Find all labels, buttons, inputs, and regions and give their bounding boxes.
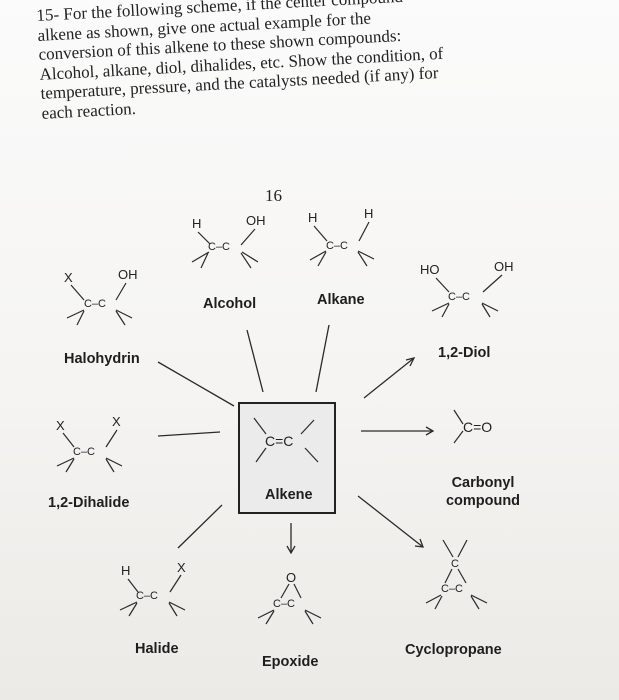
alkene-cc-bond: C=C xyxy=(265,433,293,449)
alcohol-structure: H OH C–C xyxy=(191,213,266,269)
halide-structure: H X C–C xyxy=(119,560,186,617)
alcohol-h-atom: H xyxy=(192,216,201,231)
carbonyl-structure: C=O xyxy=(453,409,492,444)
page-number: 16 xyxy=(265,186,282,205)
halide-cc-bond: C–C xyxy=(136,590,158,602)
dihalide-label: 1,2-Dihalide xyxy=(48,495,130,511)
alcohol-oh-group: OH xyxy=(246,213,266,228)
alkane-h-atom: H xyxy=(364,206,373,221)
diol-label: 1,2-Diol xyxy=(438,345,491,361)
epoxide-structure: O C–C xyxy=(257,570,322,625)
arrow-to-halohydrin xyxy=(157,361,235,407)
cyclopropane-structure: C C–C xyxy=(425,539,488,610)
arrow-to-diol-head xyxy=(405,357,416,367)
halide-h-atom: H xyxy=(121,563,130,578)
halide-x-atom: X xyxy=(177,560,186,575)
alcohol-cc-bond: C–C xyxy=(208,241,230,253)
alkene-label: Alkene xyxy=(265,487,313,503)
arrow-to-epoxide-head xyxy=(286,545,296,555)
diol-ho-group: HO xyxy=(420,262,440,277)
arrow-to-diol xyxy=(363,357,415,399)
halohydrin-oh-group: OH xyxy=(118,267,138,282)
epoxide-cc-bond: C–C xyxy=(273,598,295,610)
alkane-h-atom: H xyxy=(308,210,317,225)
carbonyl-co-bond: C=O xyxy=(463,419,492,435)
epoxide-label: Epoxide xyxy=(262,654,319,670)
halide-label: Halide xyxy=(135,641,179,657)
reaction-arrows xyxy=(157,324,435,555)
epoxide-o-atom: O xyxy=(286,570,296,585)
dihalide-structure: X X C–C xyxy=(56,414,123,473)
diol-structure: HO OH C–C xyxy=(420,259,514,318)
alkene-center-box xyxy=(238,402,336,514)
alcohol-label: Alcohol xyxy=(203,296,257,312)
carbonyl-label-line2: compound xyxy=(445,493,521,509)
arrow-to-cyclopropane xyxy=(357,495,424,548)
dihalide-cc-bond: C–C xyxy=(73,446,95,458)
arrow-to-carbonyl-head xyxy=(425,426,435,436)
arrow-to-dihalide xyxy=(157,431,221,437)
halohydrin-structure: X OH C–C xyxy=(64,267,138,326)
cyclopropane-label: Cyclopropane xyxy=(405,642,502,658)
halohydrin-x-atom: X xyxy=(64,270,73,285)
alkane-structure: H H C–C xyxy=(308,206,375,267)
cyclopropane-top-carbon: C xyxy=(451,558,459,570)
dihalide-x-atom: X xyxy=(56,418,65,433)
alkane-cc-bond: C–C xyxy=(326,240,348,252)
arrow-to-alkane xyxy=(315,324,330,393)
alkene-structure: C=C xyxy=(253,417,319,463)
dihalide-x-atom: X xyxy=(112,414,121,429)
alkane-label: Alkane xyxy=(317,292,365,308)
diol-cc-bond: C–C xyxy=(448,291,470,303)
halohydrin-cc-bond: C–C xyxy=(84,298,106,310)
arrow-to-alcohol xyxy=(246,329,264,393)
arrow-to-halide xyxy=(177,504,223,549)
cyclopropane-cc-bond: C–C xyxy=(441,583,463,595)
carbonyl-label: Carbonyl compound xyxy=(438,474,528,510)
arrow-to-cyclopropane-head xyxy=(414,538,424,548)
halohydrin-label: Halohydrin xyxy=(64,351,140,367)
carbonyl-label-line1: Carbonyl xyxy=(451,475,515,491)
diol-oh-group: OH xyxy=(494,259,514,274)
